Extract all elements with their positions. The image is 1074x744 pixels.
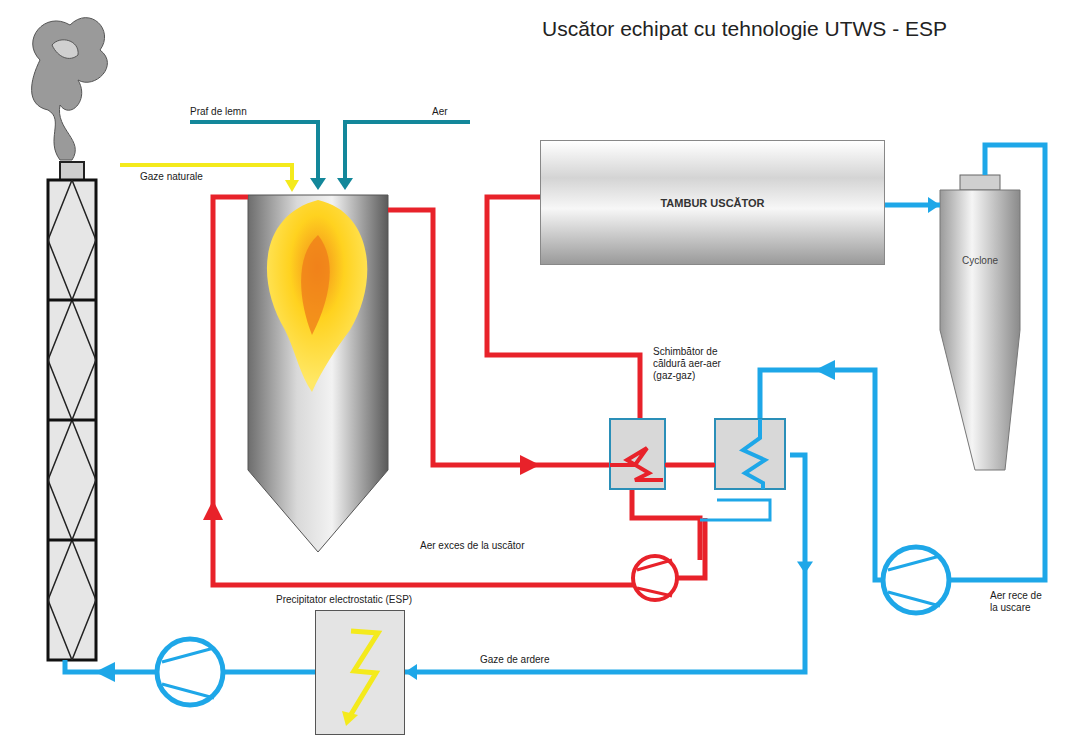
blue-fan-blades [162,556,940,698]
box-label: Cyclone [962,255,998,266]
flow-label: Praf de lemn [190,106,247,118]
edge-label: Gaze de ardere [478,654,552,666]
lightning-bolt [350,631,378,716]
fuel-inlets [120,122,470,182]
drum-box: TAMBUR USCĂTOR [540,140,885,265]
lightning-symbol [316,611,404,734]
hot-coil [610,448,663,480]
red-fan-blades [637,560,672,596]
cold-coil [743,419,765,489]
box-heading: Precipitator electrostatic (ESP) [276,594,412,605]
blue-fans [157,547,949,705]
box-label: TAMBUR USCĂTOR [660,197,764,209]
inlet-arrowheads [285,178,353,192]
heat-exchanger-figure [605,418,790,490]
box-heading: Schimbător de căldură aer-aer (gaz-gaz) [653,346,723,382]
flow-label: Aer [432,106,448,118]
chimney [48,162,96,660]
exchanger-link [665,463,715,467]
exchanger-box [610,419,665,489]
red-fan [633,556,677,600]
exchanger-box [715,419,785,489]
smoke [32,18,108,160]
diagram-title: Uscător echipat cu tehnologie UTWS - ESP [542,16,947,42]
lightning-tip [342,711,358,726]
cyclone-box: Cyclone [940,190,1020,330]
heat-exchanger: Schimbător de căldură aer-aer (gaz-gaz) [605,418,790,490]
cyclone [940,175,1020,470]
flow-label: Aer rece de la uscare [990,590,1042,614]
arrowhead [405,664,417,680]
cold-air-arrowheads [95,360,835,682]
hot-gas-arrowheads [203,455,540,520]
arrowhead [797,562,813,574]
esp-box: Precipitator electrostatic (ESP) [315,610,405,735]
furnace [248,195,388,552]
flow-label: Gaze naturale [140,171,203,183]
arrowhead [928,197,940,213]
flow-label: Aer exces de la uscător [420,540,525,552]
